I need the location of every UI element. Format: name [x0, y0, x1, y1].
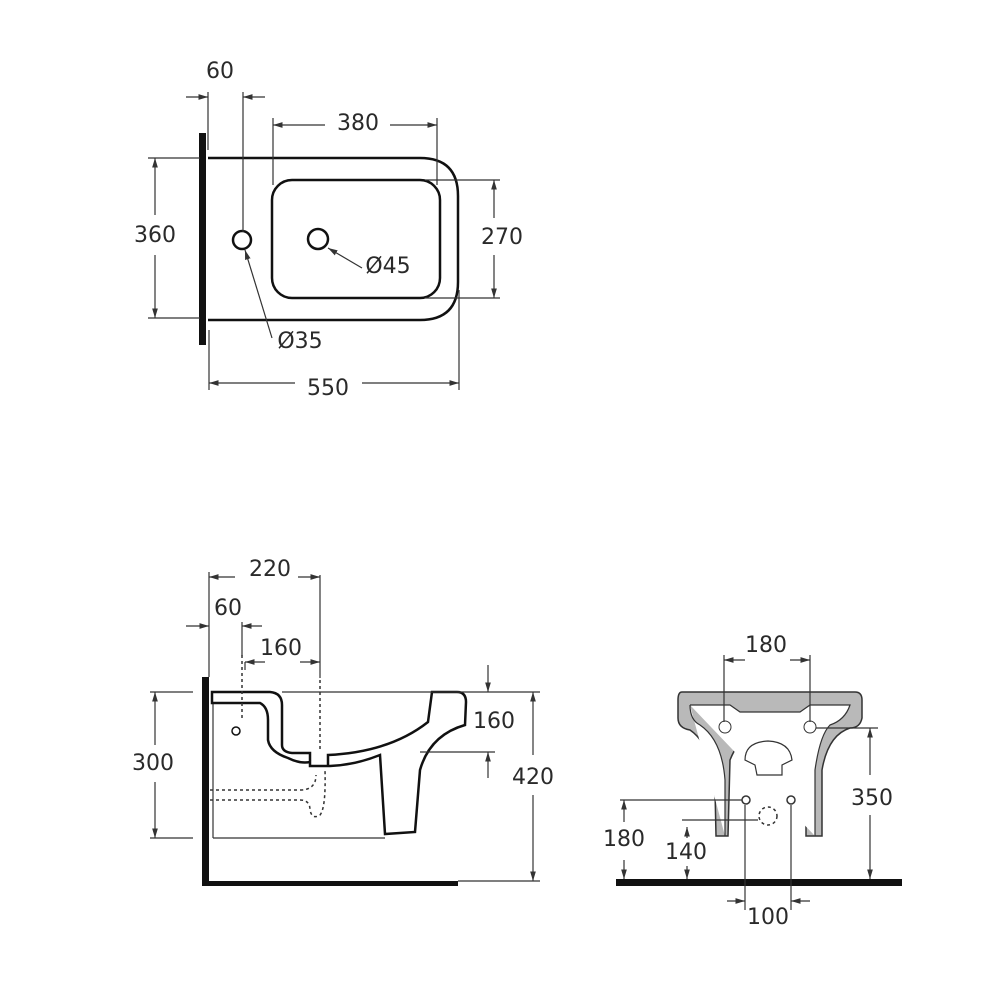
- top-view: 60 380 360 270 Ø45 Ø35 550: [134, 59, 523, 401]
- dim-diameter-35: Ø35: [277, 329, 322, 354]
- bidet-profile: [210, 690, 468, 836]
- dim-350: 350: [851, 786, 893, 811]
- rear-outlet: [744, 740, 793, 776]
- dim-180-top: 180: [745, 633, 787, 658]
- dim-140: 140: [665, 840, 707, 865]
- tap-hole: [231, 229, 253, 251]
- drain-hole: [306, 227, 330, 251]
- dim-180-left: 180: [603, 827, 645, 852]
- dim-270: 270: [481, 225, 523, 250]
- dim-550: 550: [307, 376, 349, 401]
- floor: [202, 881, 458, 886]
- dim-420: 420: [512, 765, 554, 790]
- wall: [199, 133, 206, 345]
- bowl-outline: [270, 178, 442, 300]
- dim-diameter-45: Ø45: [365, 254, 410, 279]
- rear-view: 180 350 180 140 100: [603, 633, 902, 930]
- dim-380: 380: [337, 111, 379, 136]
- side-view: 220 60 160 300 160 420: [132, 557, 554, 886]
- dim-300: 300: [132, 751, 174, 776]
- fixing-hole-left: [718, 720, 732, 734]
- dim-160-vertical: 160: [473, 709, 515, 734]
- fixing-hole-right: [803, 720, 817, 734]
- waste-outlet: [758, 806, 778, 826]
- dim-60-top: 60: [206, 59, 234, 84]
- wall: [202, 677, 209, 886]
- water-inlet-right: [786, 795, 796, 805]
- water-inlet-left: [741, 795, 751, 805]
- fixing-hole: [231, 726, 241, 736]
- dim-220: 220: [249, 557, 291, 582]
- dim-160-horizontal: 160: [260, 636, 302, 661]
- dim-100: 100: [747, 905, 789, 930]
- dim-60-side: 60: [214, 596, 242, 621]
- dim-360: 360: [134, 223, 176, 248]
- floor: [616, 879, 902, 886]
